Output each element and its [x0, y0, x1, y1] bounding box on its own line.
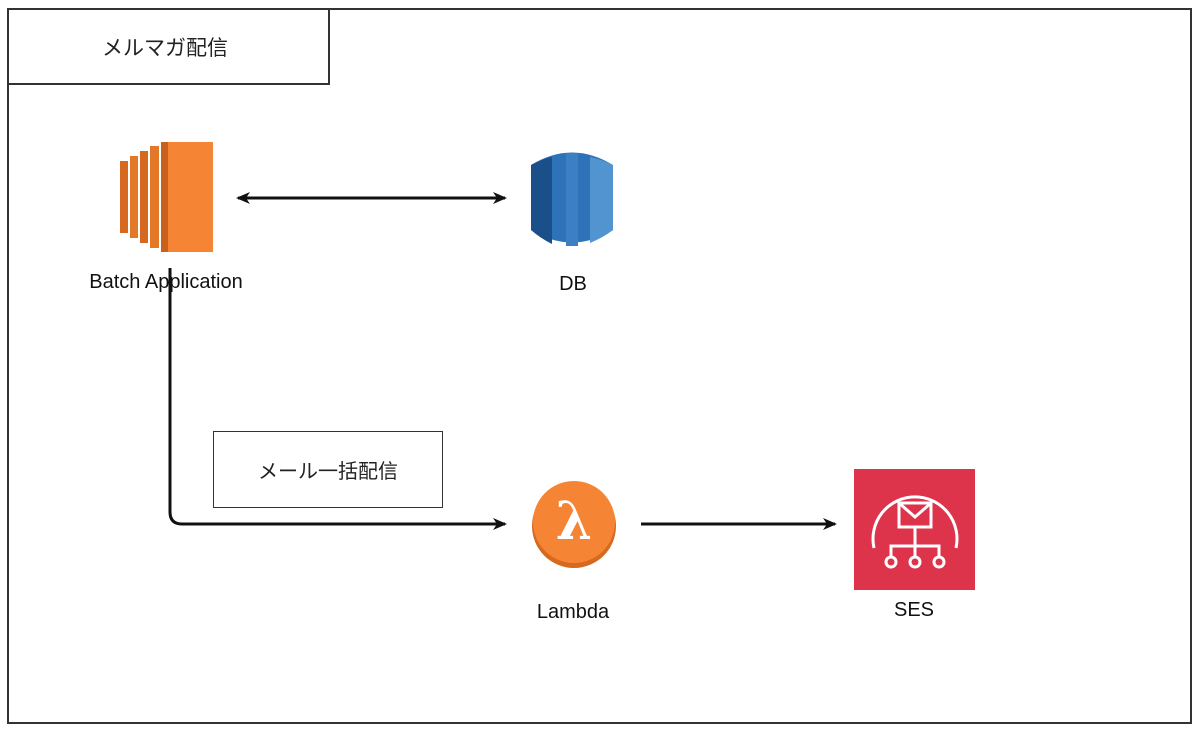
edge-batch-lambda: [168, 268, 507, 530]
diagram-frame: [7, 8, 1192, 724]
edge-label-box: メール一括配信: [213, 431, 443, 508]
svg-text:λ: λ: [556, 491, 592, 552]
ses-label: SES: [893, 599, 935, 621]
lambda-label: Lambda: [536, 601, 610, 623]
db-label: DB: [559, 273, 587, 295]
ec2-icon: [120, 142, 213, 252]
ses-icon: [854, 469, 975, 590]
diagram-title: メルマガ配信: [7, 8, 330, 85]
lambda-icon: λ: [532, 481, 616, 568]
rds-icon: [531, 152, 613, 246]
batch-application-label: Batch Application: [89, 271, 243, 293]
